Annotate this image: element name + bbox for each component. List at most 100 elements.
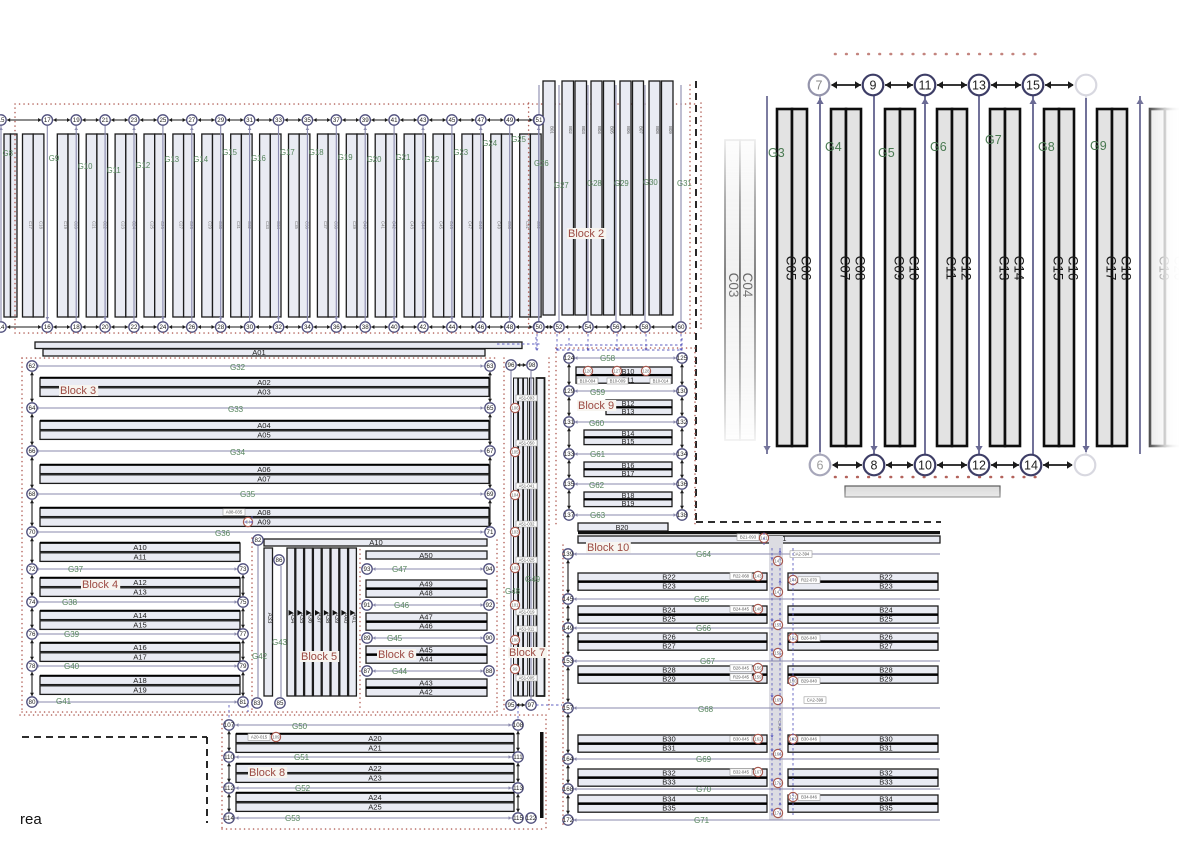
svg-text:13: 13 — [972, 79, 986, 93]
svg-text:B29: B29 — [879, 674, 893, 683]
svg-text:G46: G46 — [394, 601, 410, 610]
svg-text:A08: A08 — [257, 508, 271, 517]
svg-text:124: 124 — [564, 355, 575, 362]
svg-text:C13: C13 — [997, 256, 1012, 281]
svg-text:145: 145 — [563, 596, 574, 603]
svg-text:96: 96 — [508, 362, 515, 369]
svg-text:B35: B35 — [662, 803, 676, 812]
svg-text:G7: G7 — [985, 133, 1002, 147]
svg-text:155: 155 — [774, 651, 782, 656]
svg-text:C04: C04 — [740, 273, 755, 298]
svg-text:A35: A35 — [298, 613, 304, 624]
svg-text:G67: G67 — [700, 657, 716, 666]
svg-text:74: 74 — [29, 599, 36, 606]
svg-text:B26-040: B26-040 — [801, 636, 818, 641]
svg-text:10: 10 — [918, 459, 932, 473]
svg-text:62: 62 — [29, 363, 36, 370]
svg-text:C41: C41 — [381, 221, 386, 229]
svg-text:G53: G53 — [285, 814, 301, 823]
svg-text:8: 8 — [871, 459, 878, 473]
svg-text:125: 125 — [677, 355, 688, 362]
svg-text:A49: A49 — [419, 579, 433, 588]
svg-text:15: 15 — [0, 117, 5, 124]
svg-text:170: 170 — [774, 781, 782, 786]
svg-text:23: 23 — [131, 117, 138, 124]
svg-text:B04: B04 — [597, 126, 602, 134]
svg-text:A12: A12 — [133, 578, 147, 587]
svg-text:G44: G44 — [392, 667, 408, 676]
svg-text:B03: B03 — [581, 126, 586, 134]
svg-text:C25: C25 — [150, 221, 155, 229]
svg-text:R22-068: R22-068 — [733, 574, 750, 579]
svg-text:C21: C21 — [92, 221, 97, 229]
svg-text:G62: G62 — [589, 481, 605, 490]
svg-text:A42: A42 — [419, 687, 433, 696]
svg-text:72: 72 — [29, 566, 36, 573]
svg-text:G71: G71 — [694, 816, 710, 825]
svg-text:A16: A16 — [133, 643, 147, 652]
svg-text:C05: C05 — [784, 256, 799, 281]
svg-text:B26: B26 — [662, 632, 676, 641]
svg-text:G37: G37 — [68, 565, 84, 574]
svg-text:126: 126 — [584, 369, 592, 374]
svg-text:20: 20 — [102, 324, 109, 331]
svg-text:168: 168 — [563, 786, 574, 793]
svg-text:A18: A18 — [133, 676, 147, 685]
svg-text:G5: G5 — [878, 146, 895, 160]
svg-text:18: 18 — [73, 324, 80, 331]
svg-text:A36: A36 — [307, 613, 313, 624]
svg-text:G19: G19 — [338, 153, 353, 162]
svg-text:52: 52 — [556, 324, 563, 331]
svg-text:174: 174 — [774, 811, 782, 816]
svg-text:B30-046: B30-046 — [801, 737, 818, 742]
svg-text:A10: A10 — [133, 543, 147, 552]
svg-text:39: 39 — [362, 117, 369, 124]
svg-text:G14: G14 — [193, 155, 208, 164]
svg-text:B28-045: B28-045 — [733, 666, 750, 671]
svg-text:A51-019: A51-019 — [519, 610, 536, 615]
svg-text:C10: C10 — [907, 256, 922, 281]
svg-text:G47: G47 — [392, 565, 408, 574]
svg-text:G64: G64 — [696, 550, 712, 559]
svg-text:138: 138 — [677, 512, 688, 519]
svg-text:B22: B22 — [879, 572, 893, 581]
svg-text:C11: C11 — [944, 256, 959, 280]
svg-text:B32: B32 — [879, 768, 893, 777]
svg-text:162: 162 — [754, 737, 762, 742]
svg-text:103: 103 — [511, 530, 519, 535]
svg-text:139: 139 — [563, 551, 574, 558]
svg-text:B20: B20 — [616, 523, 629, 532]
svg-text:B34: B34 — [879, 794, 893, 803]
svg-text:A46: A46 — [419, 621, 433, 630]
svg-text:G30: G30 — [643, 178, 658, 187]
svg-text:21: 21 — [102, 117, 109, 124]
svg-text:108: 108 — [513, 722, 524, 729]
svg-text:B07: B07 — [639, 126, 644, 134]
svg-text:134: 134 — [677, 451, 688, 458]
svg-text:Block 10: Block 10 — [587, 542, 629, 554]
svg-text:C31: C31 — [236, 221, 241, 229]
svg-text:C27: C27 — [178, 221, 183, 229]
svg-text:35: 35 — [304, 117, 311, 124]
svg-text:136: 136 — [677, 481, 688, 488]
svg-text:B10-009: B10-009 — [610, 379, 627, 384]
svg-text:60: 60 — [678, 324, 685, 331]
svg-text:104: 104 — [511, 493, 519, 498]
svg-text:G33: G33 — [228, 405, 244, 414]
svg-text:G43: G43 — [272, 638, 288, 647]
svg-text:C51: C51 — [525, 221, 530, 229]
svg-text:G22: G22 — [425, 155, 440, 164]
svg-text:33: 33 — [275, 117, 282, 124]
svg-text:142: 142 — [774, 559, 782, 564]
svg-text:14: 14 — [1024, 459, 1038, 473]
svg-text:C18: C18 — [1119, 256, 1134, 281]
svg-text:A51-093: A51-093 — [519, 396, 536, 401]
svg-text:38: 38 — [362, 324, 369, 331]
svg-text:A48: A48 — [419, 588, 433, 597]
svg-text:B34: B34 — [662, 794, 676, 803]
svg-text:92: 92 — [486, 602, 493, 609]
svg-text:29: 29 — [217, 117, 224, 124]
svg-text:C14: C14 — [1012, 256, 1027, 281]
svg-text:A03: A03 — [257, 388, 271, 397]
svg-text:G51: G51 — [294, 753, 310, 762]
